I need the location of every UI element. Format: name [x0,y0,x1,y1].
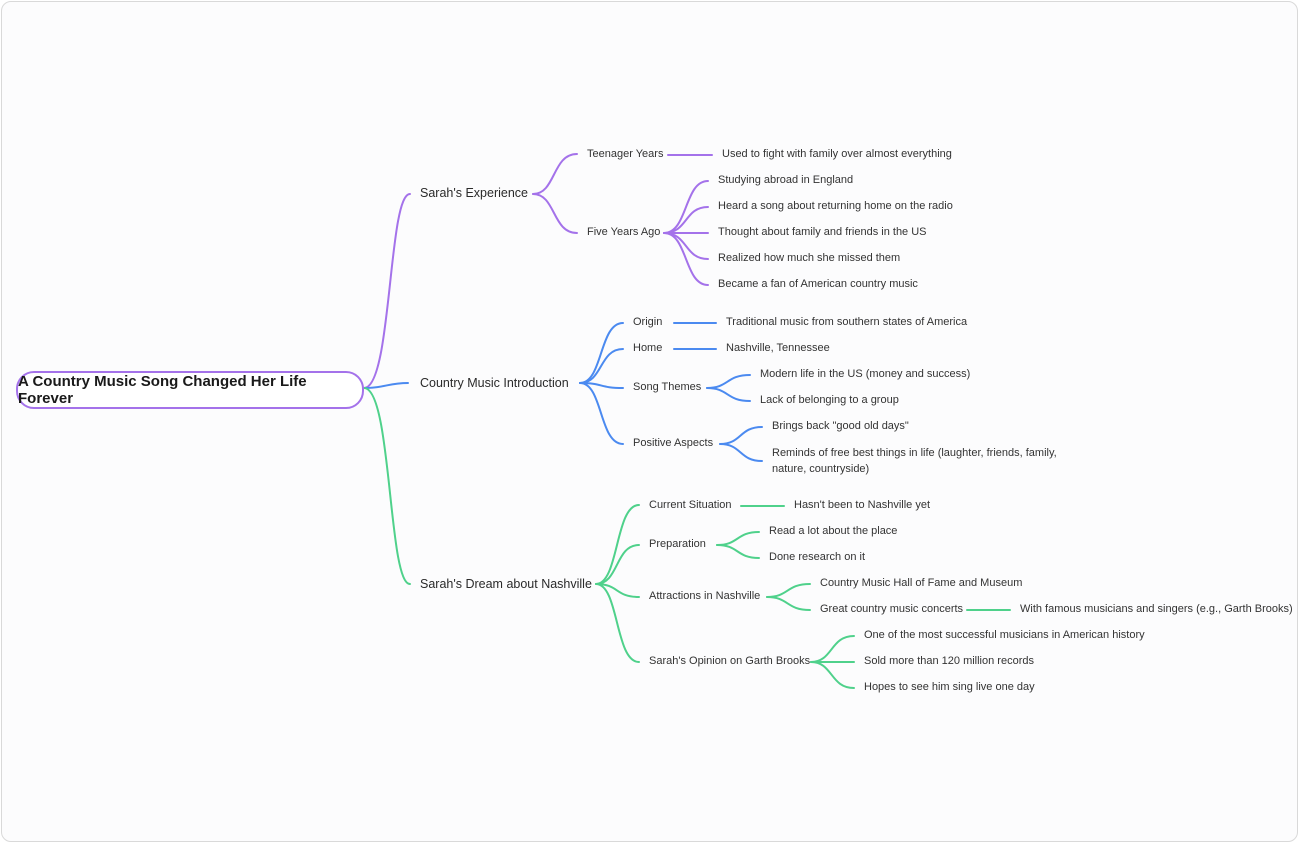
node-attractions[interactable]: Attractions in Nashville [649,590,761,602]
edge-positive-2 [719,443,763,462]
leaf-themes-2[interactable]: Lack of belonging to a group [760,394,899,406]
edge-intro-positive [579,382,624,445]
leaf-prep-1[interactable]: Read a lot about the place [769,525,898,537]
edge-five-4 [663,232,709,260]
edge-opinion-3 [810,661,855,689]
edge-positive-1 [719,426,763,445]
edge-five-5 [663,232,709,286]
leaf-five-5[interactable]: Became a fan of American country music [718,278,918,290]
leaf-origin-1[interactable]: Traditional music from southern states o… [726,316,968,328]
branch-sarahs-experience[interactable]: Sarah's Experience [420,186,529,200]
leaf-prep-2[interactable]: Done research on it [769,551,865,563]
node-home[interactable]: Home [633,342,663,354]
leaf-five-4[interactable]: Realized how much she missed them [718,252,901,264]
leaf-attr-2[interactable]: Great country music concerts [820,603,964,615]
leaf-concerts-detail[interactable]: With famous musicians and singers (e.g.,… [1020,603,1293,615]
leaf-home-1[interactable]: Nashville, Tennessee [726,342,830,354]
leaf-positive-2[interactable]: Reminds of free best things in life (lau… [772,447,1057,475]
edge-intro-home [579,348,624,384]
edge-intro-origin [579,322,624,384]
leaf-themes-1[interactable]: Modern life in the US (money and success… [760,368,971,380]
edge-experience-teen [532,153,578,195]
edge-themes-2 [706,387,751,402]
node-positive-aspects[interactable]: Positive Aspects [633,437,714,449]
edge-dream-opinion [595,583,640,663]
edge-experience-five [532,193,578,234]
root-node[interactable]: A Country Music Song Changed Her Life Fo… [16,371,364,409]
edge-prep-1 [716,531,760,546]
node-five-years-ago[interactable]: Five Years Ago [587,226,661,238]
edge-dream-current [595,504,640,585]
edge-five-2 [663,206,709,234]
edge-attr-2 [766,596,811,611]
edge-opinion-1 [810,635,855,663]
node-origin[interactable]: Origin [633,316,663,328]
leaf-five-3[interactable]: Thought about family and friends in the … [718,226,927,238]
node-opinion-garth[interactable]: Sarah's Opinion on Garth Brooks [649,655,811,667]
leaf-opinion-2[interactable]: Sold more than 120 million records [864,655,1034,667]
edge-themes-1 [706,374,751,389]
node-preparation[interactable]: Preparation [649,538,706,550]
leaf-opinion-3[interactable]: Hopes to see him sing live one day [864,681,1035,693]
edge-root-dream [363,387,411,585]
edge-prep-2 [716,544,760,559]
leaf-five-2[interactable]: Heard a song about returning home on the… [718,200,953,212]
leaf-positive-1[interactable]: Brings back "good old days" [772,420,909,432]
edge-attr-1 [766,583,811,598]
node-current-situation[interactable]: Current Situation [649,499,732,511]
node-teenager-years[interactable]: Teenager Years [587,148,664,160]
leaf-five-1[interactable]: Studying abroad in England [718,174,854,186]
node-song-themes[interactable]: Song Themes [633,381,702,393]
edge-dream-prep [595,544,640,585]
branch-country-music-introduction[interactable]: Country Music Introduction [420,376,569,390]
leaf-teen-1[interactable]: Used to fight with family over almost ev… [722,148,952,160]
leaf-opinion-1[interactable]: One of the most successful musicians in … [864,629,1145,641]
edge-root-experience [363,193,411,389]
branch-sarahs-dream[interactable]: Sarah's Dream about Nashville [420,577,592,591]
edge-root-intro [363,382,409,389]
leaf-attr-1[interactable]: Country Music Hall of Fame and Museum [820,577,1023,589]
leaf-current-1[interactable]: Hasn't been to Nashville yet [794,499,931,511]
